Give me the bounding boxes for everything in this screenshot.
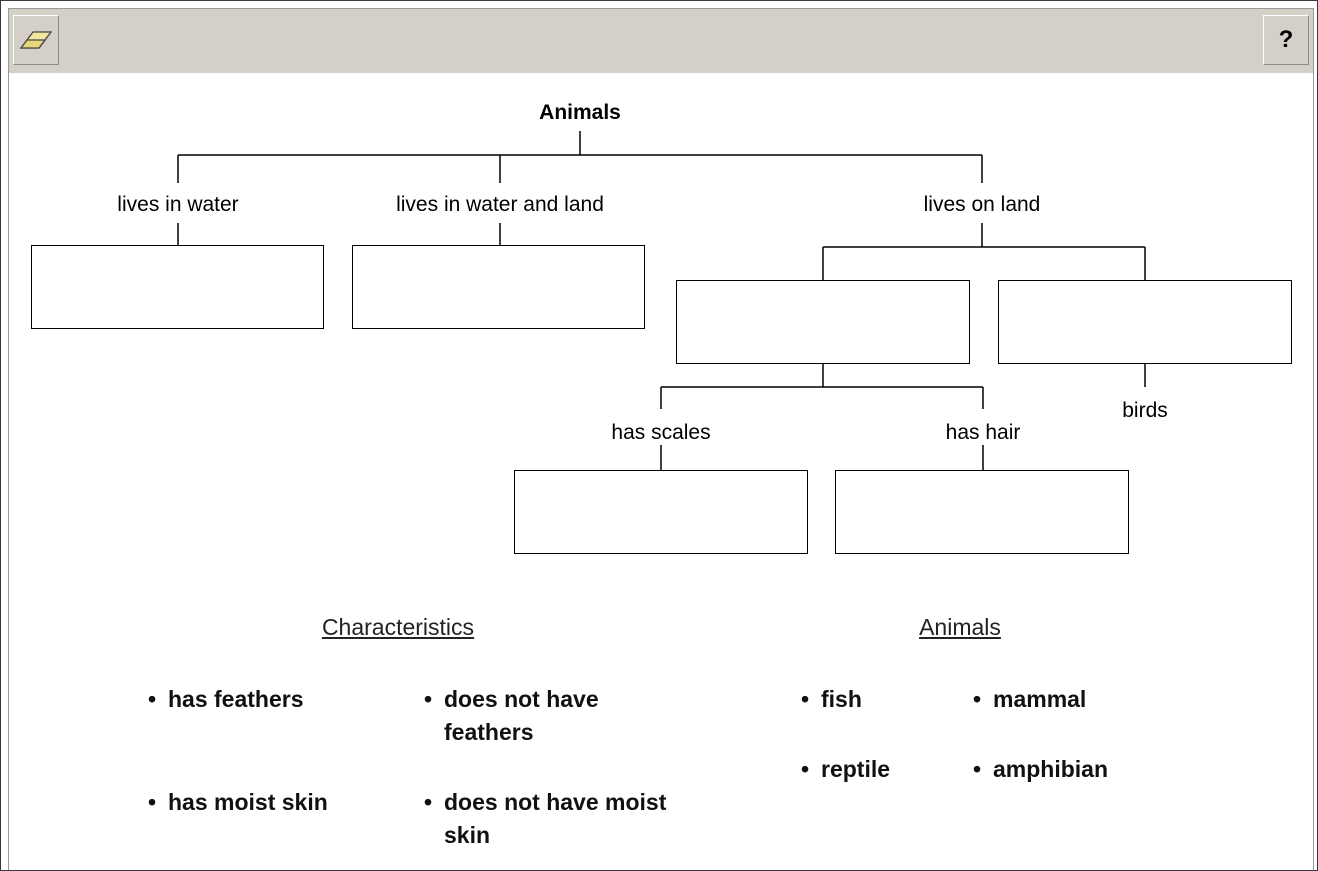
draggable-characteristic[interactable]: • has moist skin [148, 786, 348, 819]
drop-box-has-hair[interactable] [835, 470, 1129, 554]
drop-box-land-left[interactable] [676, 280, 970, 364]
draggable-characteristic[interactable]: • does not have feathers [424, 683, 674, 749]
characteristic-label: has moist skin [168, 789, 328, 815]
eraser-button[interactable] [13, 15, 59, 65]
help-icon: ? [1278, 26, 1294, 53]
root-label: Animals [539, 101, 621, 124]
draggable-characteristic[interactable]: • does not have moist skin [424, 786, 674, 852]
branch-label-water-land: lives in water and land [396, 193, 604, 216]
draggable-animal[interactable]: • reptile [801, 753, 951, 786]
draggable-animal[interactable]: • mammal [973, 683, 1173, 716]
content-area: ? [8, 8, 1314, 870]
draggable-animal[interactable]: • amphibian [973, 753, 1173, 786]
characteristic-label: has feathers [168, 686, 304, 712]
tree-connectors [177, 131, 1146, 470]
diagram-canvas: Animals lives in water lives in water an… [9, 73, 1313, 870]
animal-label: mammal [993, 686, 1087, 712]
drop-box-water[interactable] [31, 245, 324, 329]
sub-label-has-scales: has scales [611, 421, 711, 444]
draggable-characteristic[interactable]: • has feathers [148, 683, 378, 716]
eraser-icon [19, 31, 53, 49]
drop-box-has-scales[interactable] [514, 470, 808, 554]
toolbar: ? [9, 9, 1313, 73]
sub-label-birds: birds [1122, 399, 1168, 422]
drop-box-land-right[interactable] [998, 280, 1292, 364]
sub-label-has-hair: has hair [945, 421, 1021, 444]
characteristic-label: does not have moist skin [444, 789, 667, 848]
draggable-animal[interactable]: • fish [801, 683, 951, 716]
branch-label-water: lives in water [117, 193, 239, 216]
animal-label: amphibian [993, 756, 1109, 782]
drop-box-water-land[interactable] [352, 245, 645, 329]
animal-label: fish [821, 686, 862, 712]
characteristic-label: does not have feathers [444, 686, 599, 745]
branch-label-land: lives on land [923, 193, 1041, 216]
animal-label: reptile [821, 756, 891, 782]
help-button[interactable]: ? [1263, 15, 1309, 65]
characteristics-title: Characteristics [321, 614, 475, 640]
animals-title: Animals [919, 614, 1001, 640]
